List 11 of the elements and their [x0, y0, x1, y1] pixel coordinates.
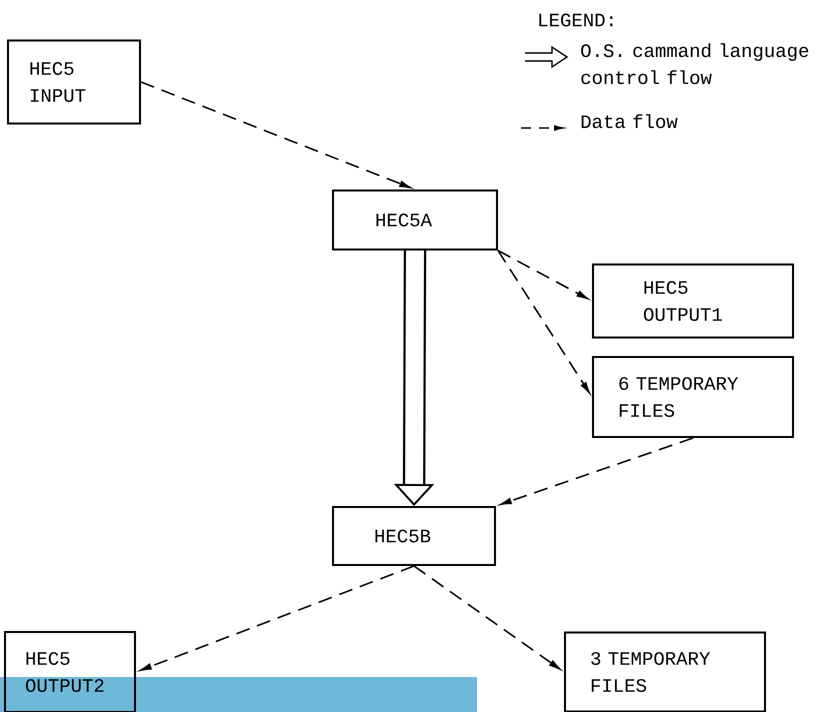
- arrow: [414, 565, 560, 670]
- legend-text: O.S. cammand language control flow: [581, 43, 808, 84]
- box: HEC5B: [332, 506, 496, 566]
- box: HEC5 OUTPUT2: [4, 631, 136, 712]
- legend-text: Data flow: [582, 114, 678, 128]
- box: HEC5 OUTPUT1: [592, 264, 794, 338]
- box: HEC5A: [332, 190, 498, 250]
- legend-heading: LEGEND:: [539, 14, 612, 26]
- box: HEC5 INPUT: [7, 40, 141, 124]
- box: 3 TEMPORARY FILES: [564, 632, 766, 712]
- box: 6 TEMPORARY FILES: [592, 356, 794, 438]
